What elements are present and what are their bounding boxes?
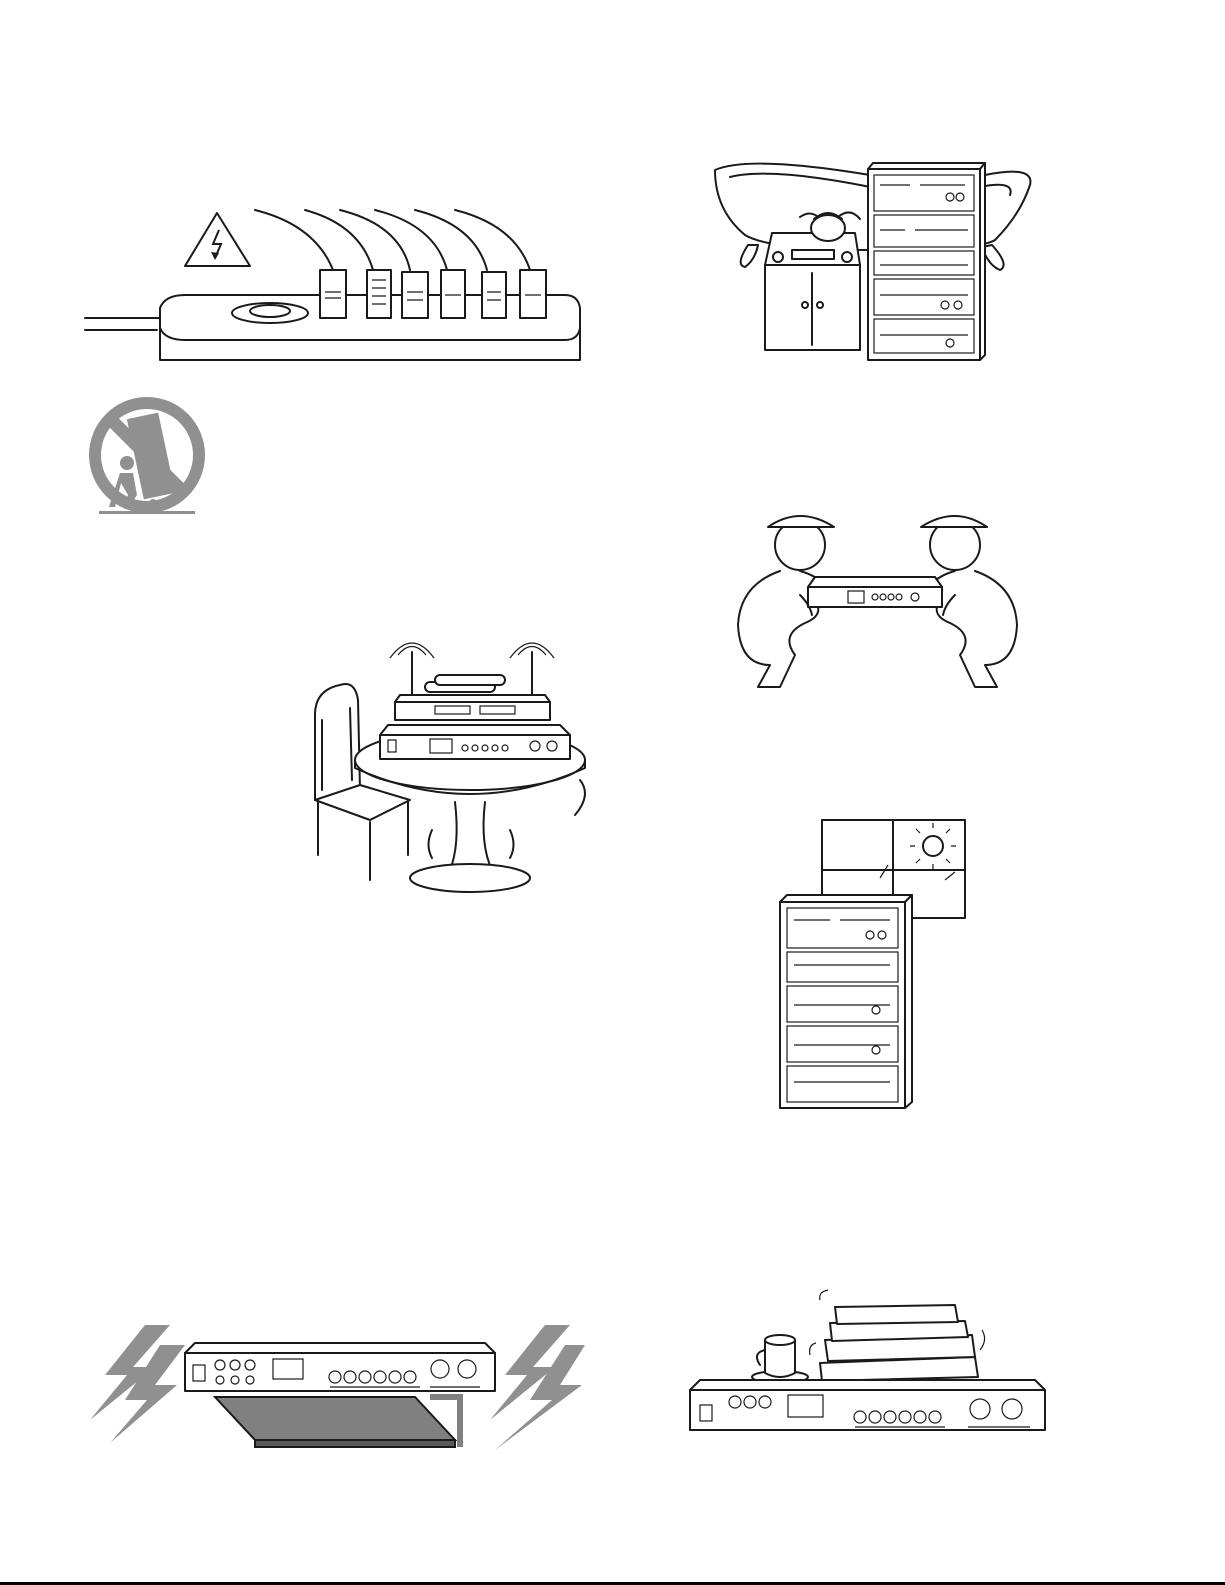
lightning-warning-icon bbox=[185, 213, 250, 266]
overloaded-outlet-strip-illustration bbox=[85, 200, 585, 370]
cart-tip-over-warning-illustration bbox=[85, 395, 210, 520]
cup-icon bbox=[752, 1335, 808, 1383]
two-person-lift-illustration bbox=[730, 505, 1025, 695]
cart-tip-over-icon bbox=[85, 395, 210, 520]
amplifier-icon bbox=[185, 1343, 495, 1391]
equipment-rack-icon bbox=[780, 895, 912, 1108]
shelf-icon bbox=[215, 1397, 460, 1447]
amplifier-icon bbox=[690, 1380, 1045, 1430]
lightning-bolt-icon bbox=[490, 1325, 585, 1450]
equipment-rack-icon bbox=[868, 163, 985, 360]
amplifier-icon bbox=[808, 577, 942, 607]
water-and-heat-hazard-illustration bbox=[710, 155, 1040, 365]
lightning-bolt-icon bbox=[90, 1325, 185, 1443]
objects-on-top-illustration bbox=[690, 1295, 1050, 1445]
books-icon bbox=[810, 1290, 985, 1381]
direct-sunlight-illustration bbox=[780, 820, 970, 1110]
lightning-storm-illustration bbox=[85, 1325, 590, 1465]
microphone-icon bbox=[425, 675, 505, 692]
unstable-surface-illustration bbox=[300, 640, 600, 900]
stove-icon bbox=[765, 233, 860, 350]
amplifier-icon bbox=[380, 725, 570, 759]
